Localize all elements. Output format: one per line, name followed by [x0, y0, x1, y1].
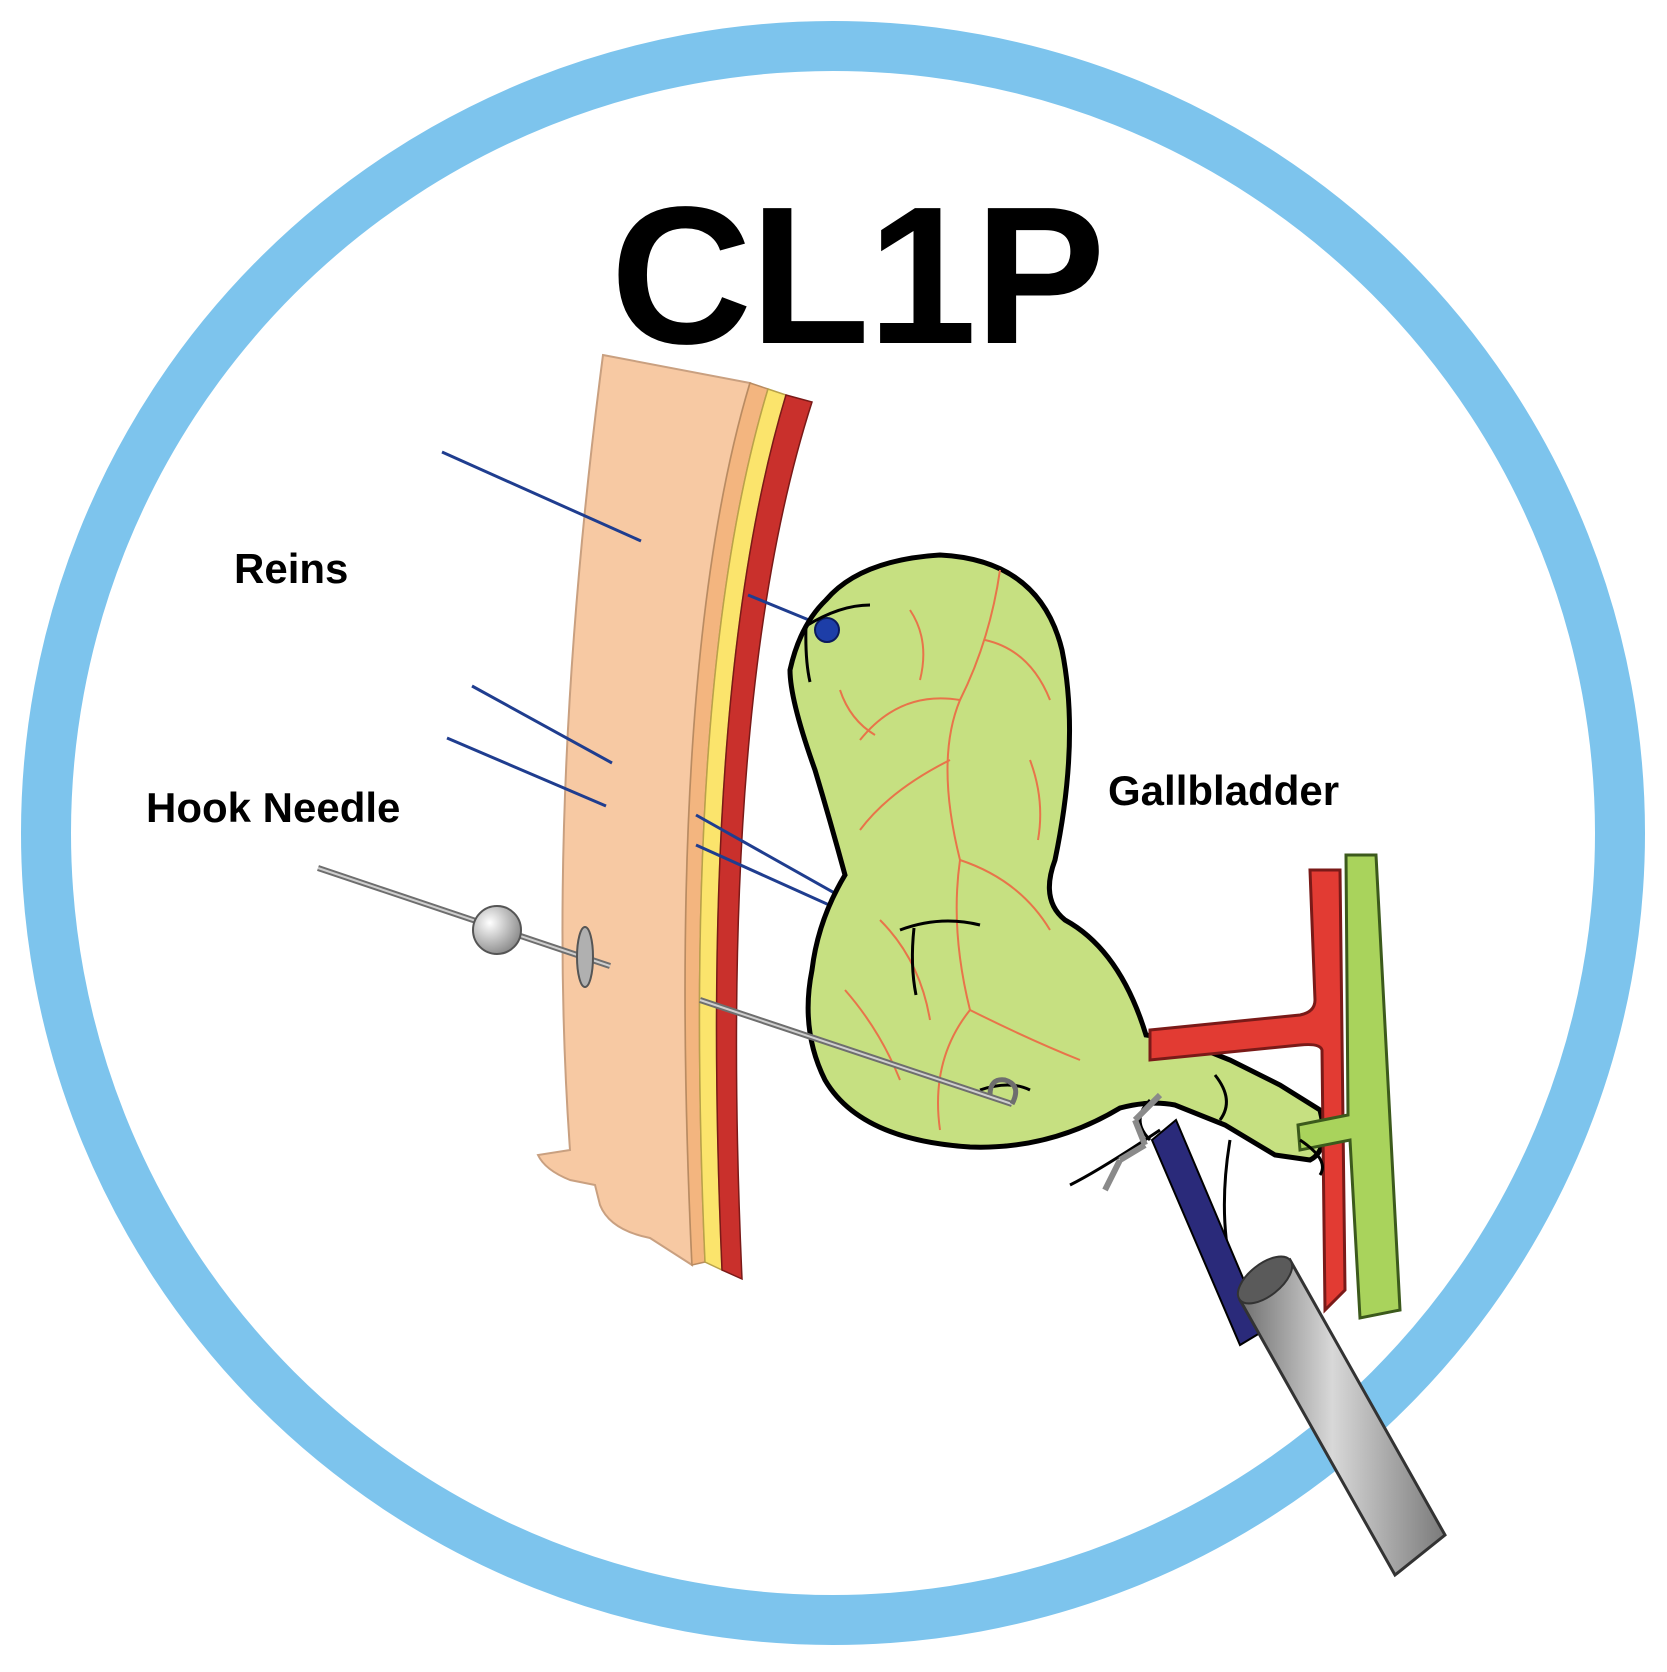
outer-ring [21, 21, 1645, 1645]
gallbladder [787, 552, 1326, 1163]
label-gallbladder: Gallbladder [1108, 767, 1340, 814]
common-duct [1296, 853, 1402, 1320]
abdominal-wall [536, 353, 813, 1281]
hook-needle-icon [317, 865, 1019, 1107]
label-reins: Reins [234, 545, 349, 592]
rein-anchor-fundus [814, 617, 840, 643]
label-hook-needle: Hook Needle [146, 784, 401, 831]
vessels [1148, 853, 1402, 1320]
grasper-icon [1102, 1092, 1267, 1347]
muscle-layer [715, 394, 813, 1281]
page-title: CL1P [610, 166, 1105, 385]
trocar-icon [1236, 1255, 1447, 1578]
cystic-artery [1148, 868, 1347, 1314]
